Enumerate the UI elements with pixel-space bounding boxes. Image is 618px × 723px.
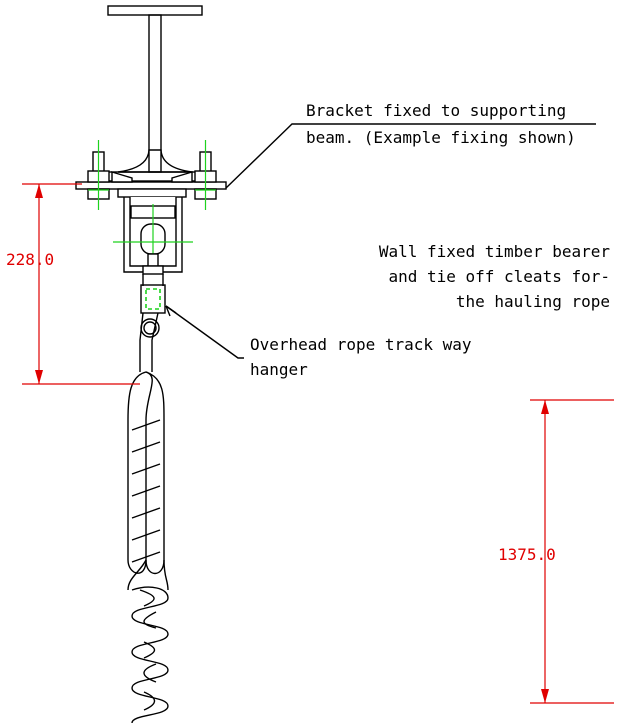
hauling-rope — [127, 371, 169, 723]
leader-lines — [165, 123, 596, 359]
rope-hanger — [139, 253, 166, 372]
hanger-note-line1: Overhead rope track way — [250, 335, 472, 354]
beam-web — [148, 14, 162, 173]
wall-note-line1: Wall fixed timber bearer — [379, 242, 611, 261]
bracket-note-line2: beam. (Example fixing shown) — [306, 128, 576, 147]
hanger-note-line2: hanger — [250, 360, 308, 379]
hanger-leader — [165, 305, 244, 359]
rope-length-label: 1375.0 — [498, 545, 556, 564]
hanger-drop-label: 228.0 — [6, 250, 54, 269]
left-bolt — [87, 140, 110, 210]
bracket-note-line1: Bracket fixed to supporting — [306, 101, 566, 120]
beam-root-fillet — [117, 149, 193, 173]
wall-note-line2: and tie off cleats for- — [388, 267, 610, 286]
dimension-hanger-drop: 228.0 — [6, 183, 140, 385]
right-bolt — [194, 140, 217, 210]
bracket-assembly — [75, 140, 227, 210]
steel-i-beam — [101, 5, 209, 182]
track-channel — [113, 188, 193, 273]
bracket-leader — [225, 123, 596, 189]
wall-note-line3: the hauling rope — [456, 292, 610, 311]
beam-top-flange — [107, 5, 203, 16]
dimension-rope-length: 1375.0 — [498, 399, 614, 704]
annotations: Bracket fixed to supporting beam. (Examp… — [250, 101, 610, 379]
